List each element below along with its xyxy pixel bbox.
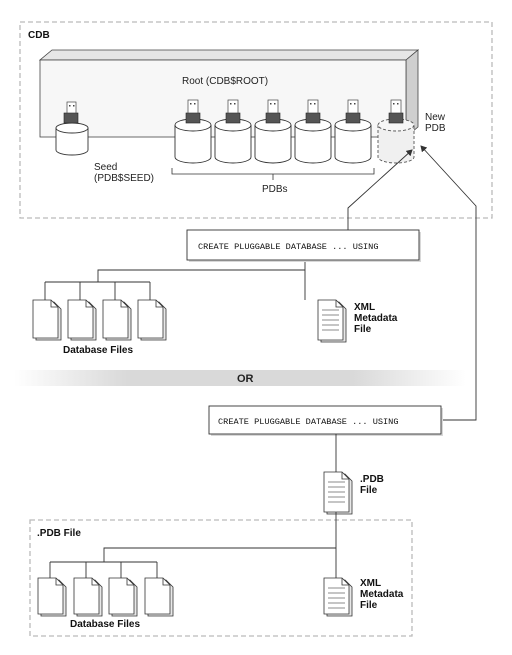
xml-metadata-file-icon	[317, 299, 347, 343]
xml-label-bottom-line3: File	[360, 600, 378, 611]
seed-cylinder	[55, 101, 89, 156]
files-tree-bottom	[49, 547, 336, 578]
cdb-container	[19, 21, 493, 219]
database-file-icon	[102, 299, 132, 341]
pdbs-label: PDBs	[262, 184, 288, 195]
xml-label-bottom-line1: XML	[360, 578, 381, 589]
root-label: Root (CDB$ROOT)	[182, 76, 268, 87]
command-box-bottom	[208, 405, 443, 436]
pdb-file-container	[29, 519, 413, 637]
pdb-cylinder	[214, 99, 252, 164]
or-separator	[14, 370, 466, 386]
pdb-file-icon	[323, 471, 353, 515]
seed-label-line2: (PDB$SEED)	[94, 173, 154, 184]
pdb-file-section-label: .PDB File	[37, 528, 81, 539]
cdb-label: CDB	[28, 30, 50, 41]
database-file-icon	[32, 299, 62, 341]
new-pdb-label-line1: New	[425, 112, 446, 123]
arrow-to-new-pdb-right	[420, 145, 477, 421]
command-text-bottom: CREATE PLUGGABLE DATABASE ... USING	[218, 417, 399, 427]
pdb-cylinder	[254, 99, 292, 164]
arrow-to-new-pdb	[347, 149, 413, 234]
xml-label-bottom-line2: Metadata	[360, 589, 404, 600]
new-pdb-label-line2: PDB	[425, 123, 446, 134]
xml-label-top-line3: File	[354, 324, 372, 335]
files-tree-top	[44, 262, 306, 300]
database-file-icon	[108, 577, 138, 617]
command-text-top: CREATE PLUGGABLE DATABASE ... USING	[198, 242, 379, 252]
pdb-file-label-line2: File	[360, 485, 378, 496]
database-file-icon	[67, 299, 97, 341]
pdb-cylinder	[294, 99, 332, 164]
database-files-label-top: Database Files	[63, 345, 133, 356]
xml-label-top-line2: Metadata	[354, 313, 398, 324]
pdb-cylinder	[334, 99, 372, 164]
pdbs-bracket	[171, 168, 375, 180]
pdb-file-label-line1: .PDB	[360, 474, 384, 485]
or-label: OR	[237, 373, 254, 385]
xml-label-top-line1: XML	[354, 302, 375, 313]
command-box-top	[186, 229, 421, 262]
new-pdb-cylinder	[377, 99, 415, 164]
database-file-icon	[73, 577, 103, 617]
database-file-icon	[137, 299, 167, 341]
database-file-icon	[37, 577, 67, 617]
database-file-icon	[144, 577, 174, 617]
database-files-label-bottom: Database Files	[70, 619, 140, 630]
xml-metadata-file-icon	[323, 577, 353, 617]
pdb-cylinder	[174, 99, 212, 164]
seed-label-line1: Seed	[94, 162, 117, 173]
